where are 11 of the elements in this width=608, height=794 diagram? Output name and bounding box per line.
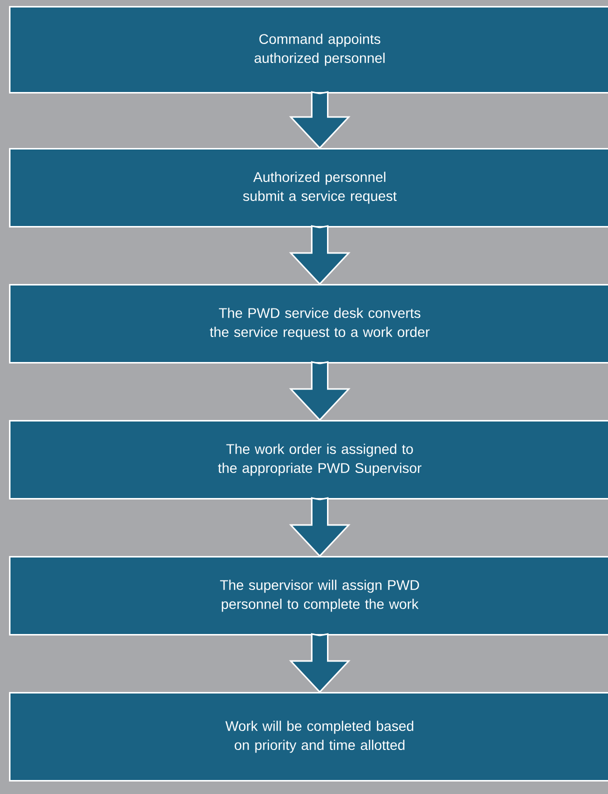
process-box: Command appoints authorized personnel [9, 6, 608, 94]
process-box: The supervisor will assign PWD personnel to complete the work [9, 556, 608, 636]
process-box: Authorized personnel submit a service request [9, 148, 608, 228]
arrow [289, 225, 350, 286]
arrow [289, 361, 350, 422]
arrow [289, 633, 350, 694]
process-box: The PWD service desk converts the service request to a work order [9, 284, 608, 364]
arrow [289, 497, 350, 558]
process-box: Work will be completed based on priority and time allotted [9, 692, 608, 782]
process-box: The work order is assigned to the appropriate PWD Supervisor [9, 420, 608, 500]
arrow [289, 91, 350, 150]
